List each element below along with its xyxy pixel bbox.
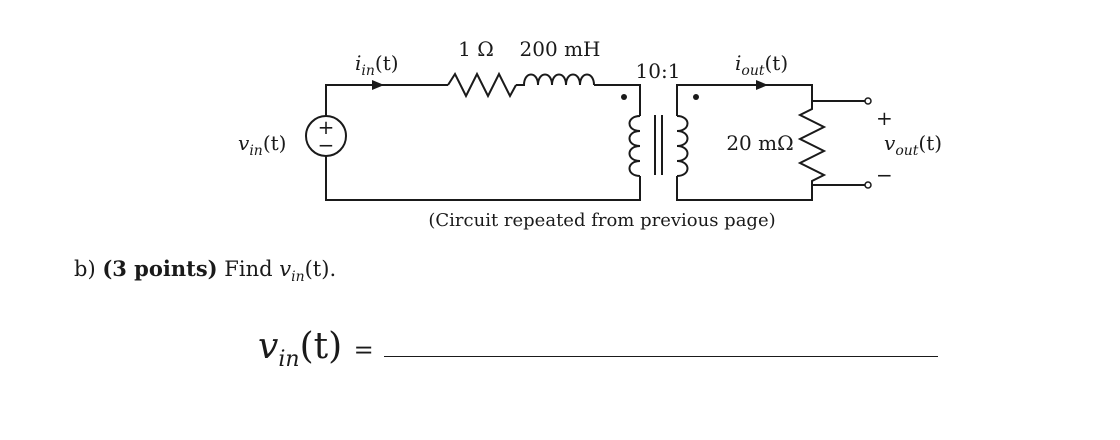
terminal-plus-sign: + [876, 106, 893, 130]
wire-to-primary [594, 84, 641, 116]
v-in-label: vin(t) [238, 131, 286, 159]
voltage-source [305, 115, 347, 157]
resistor-symbol [447, 71, 517, 99]
i-out-label: iout(t) [735, 51, 788, 79]
i-out-arrow [756, 80, 768, 90]
i-in-label: iin(t) [355, 51, 399, 79]
answer-blank[interactable] [384, 356, 938, 357]
load-label: 20 mΩ [726, 131, 793, 155]
turns-ratio-label: 10:1 [636, 59, 681, 83]
circuit-caption: (Circuit repeated from previous page) [428, 210, 775, 231]
resistor-label: 1 Ω [458, 37, 494, 61]
question-var: vin [279, 257, 305, 286]
terminal-bottom [864, 181, 872, 189]
terminal-minus-sign: − [876, 163, 893, 187]
i-in-arrow [372, 80, 384, 90]
answer-expression: vin(t) = [258, 326, 374, 372]
source-minus: − [318, 133, 335, 157]
wire-left-top [325, 84, 448, 116]
question-arg: (t) [304, 257, 330, 281]
wire-secondary-top [676, 84, 813, 116]
transformer-primary-coil [628, 115, 641, 177]
wire-left-bottom [325, 156, 641, 201]
transformer-secondary-coil [676, 115, 689, 177]
answer-sub: in [278, 347, 300, 372]
question-text: b) (3 points) Find vin(t). [74, 256, 336, 285]
secondary-dot [693, 94, 699, 100]
inductor-label: 200 mH [520, 37, 601, 61]
question-part: b) [74, 257, 96, 281]
question-points: (3 points) [102, 256, 218, 281]
wire-secondary-bottom [676, 176, 813, 201]
terminal-top [864, 97, 872, 105]
v-out-label: vout(t) [884, 131, 942, 159]
question-end: . [329, 257, 337, 281]
answer-var: v [258, 326, 279, 367]
answer-arg: (t) [299, 326, 343, 367]
load-resistor-symbol [797, 101, 827, 185]
source-plus: + [318, 115, 335, 139]
primary-dot [621, 94, 627, 100]
inductor-symbol [516, 73, 595, 86]
question-prompt: Find [224, 257, 273, 281]
answer-equals: = [353, 336, 374, 364]
